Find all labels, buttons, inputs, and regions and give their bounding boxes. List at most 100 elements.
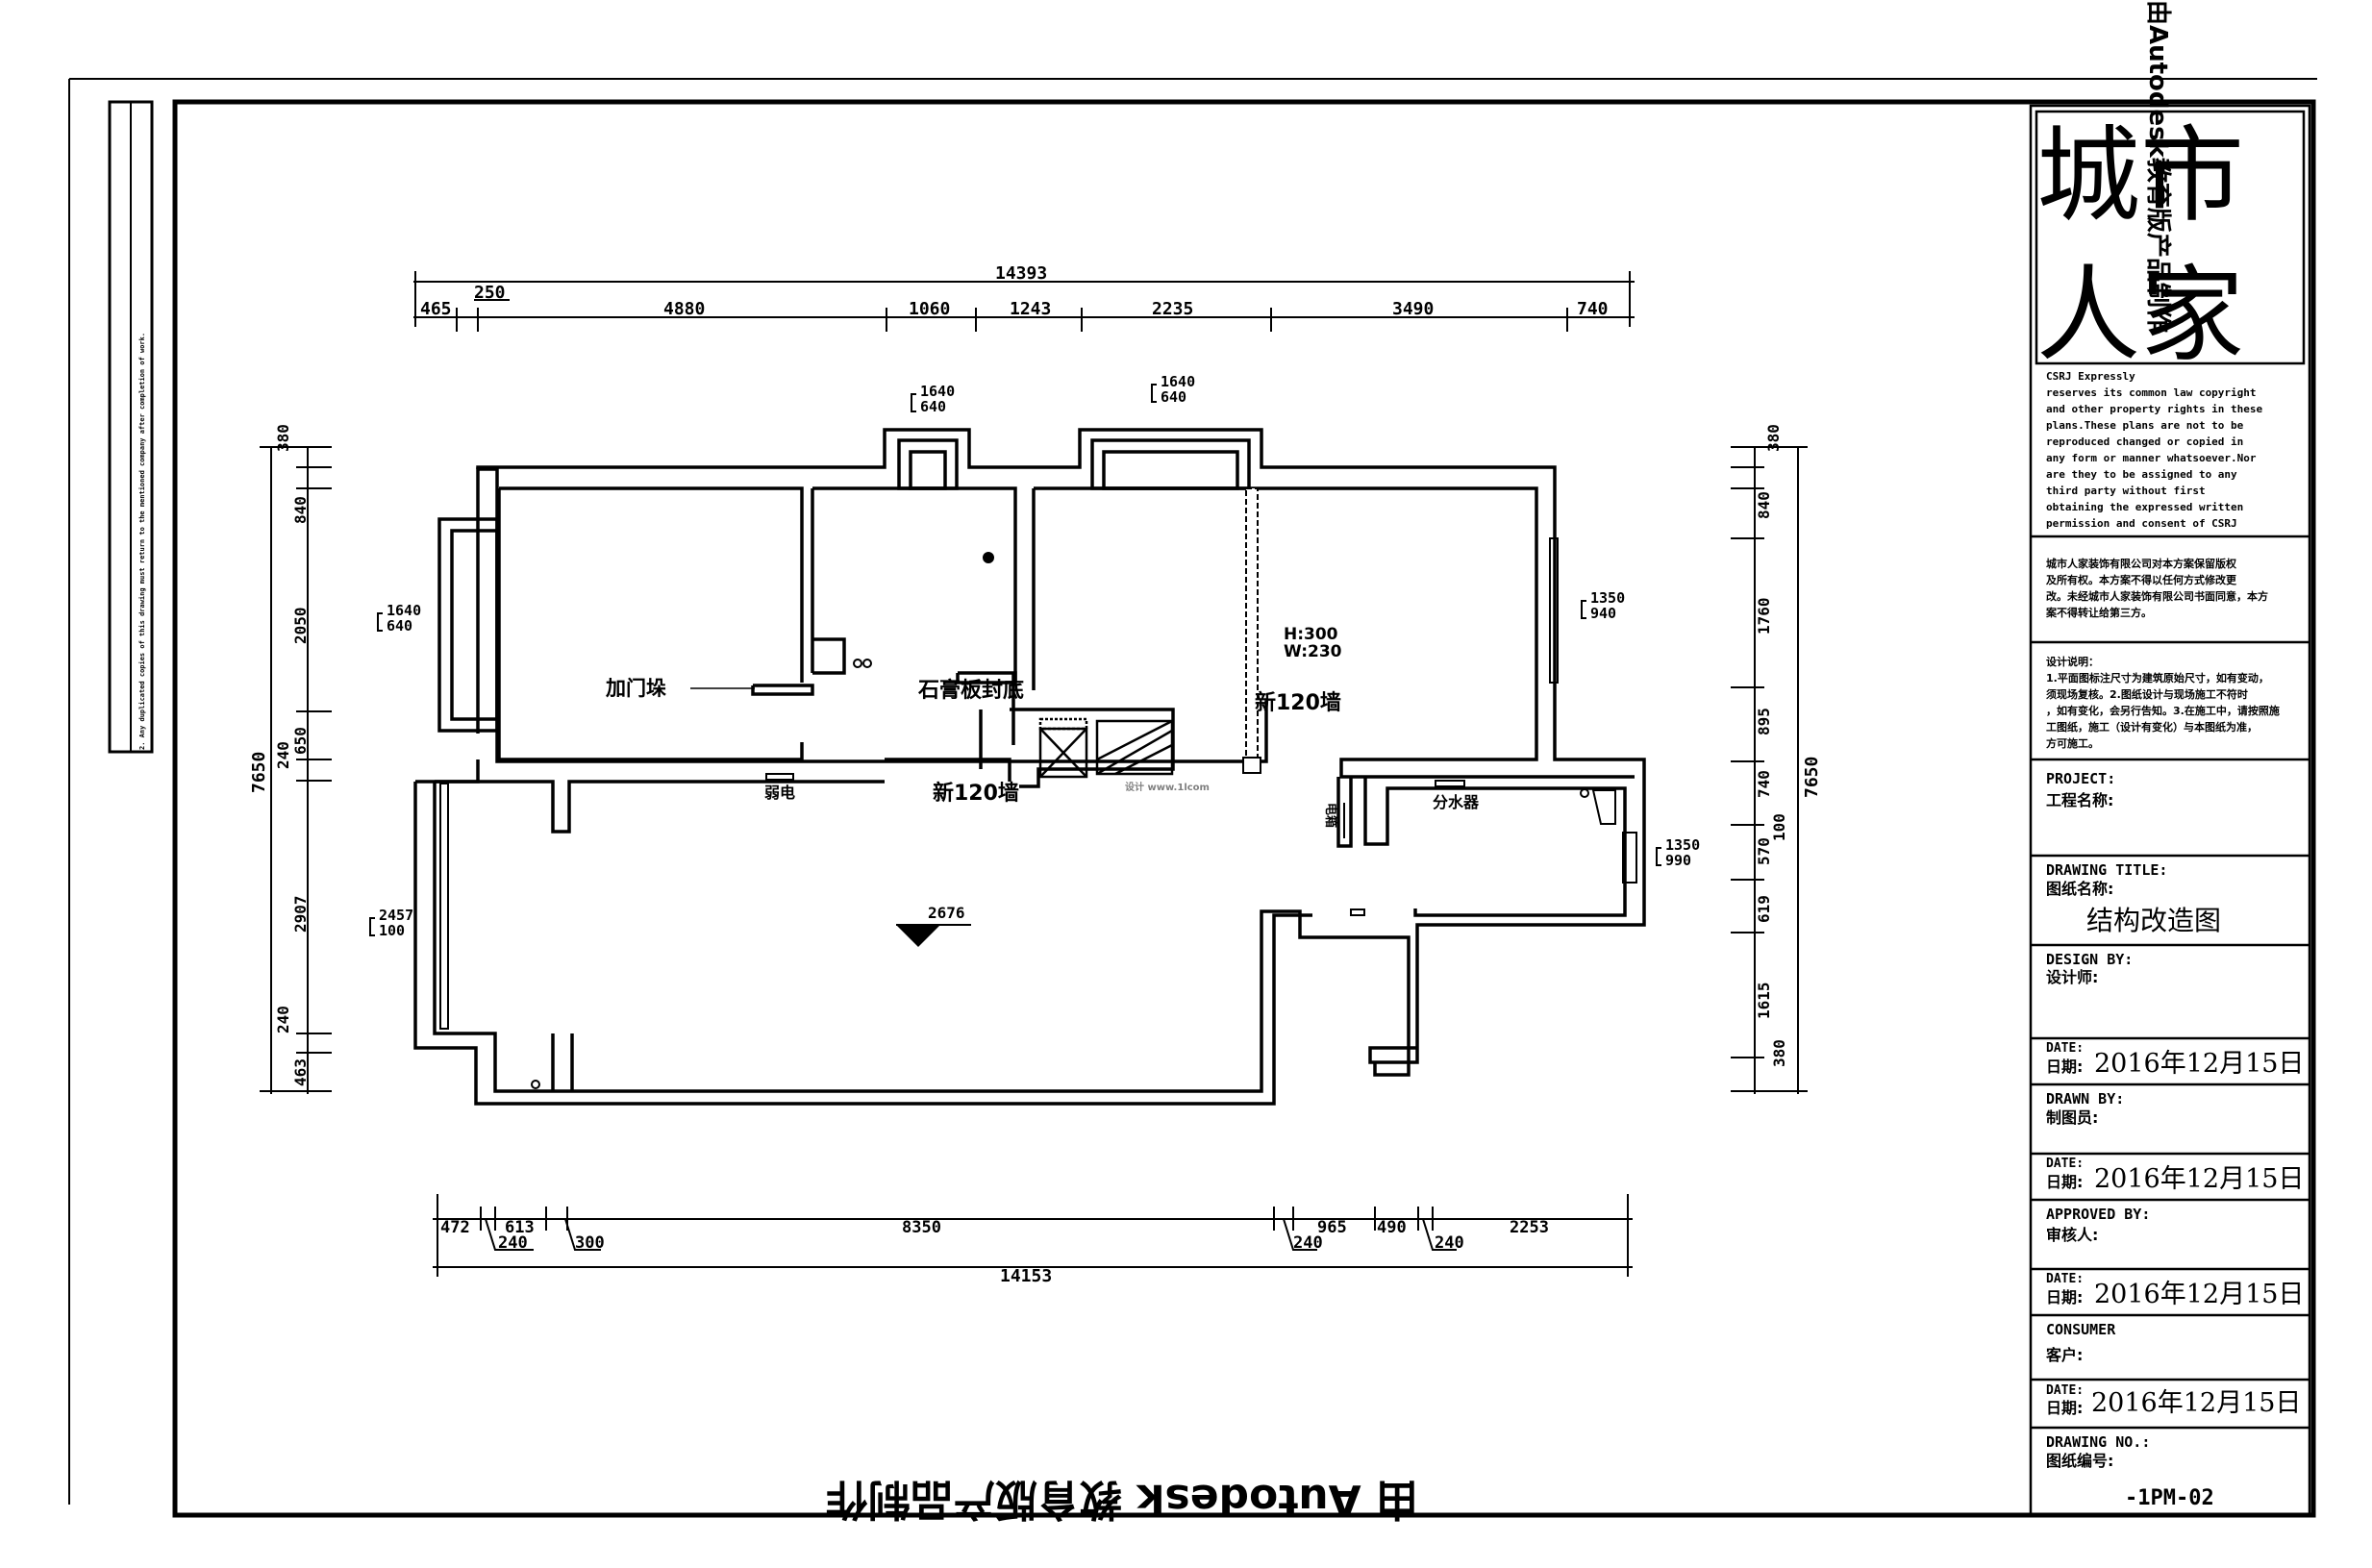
logo-line1: 城市 [2036,116,2244,236]
bottom-dim-5: 2253 [1510,1218,1549,1237]
hw-w-label: W:230 [1284,642,1342,661]
new-brick-wall [1242,487,1261,774]
approved-by-label: APPROVED BY: [2046,1206,2150,1223]
top-small-dim: 250 [474,283,506,303]
right-dim-5: 100 [1770,813,1788,841]
window-tags [369,384,1661,936]
window-tag-2-b: 640 [387,617,412,635]
design-note-line: 设计说明： [2046,655,2099,668]
gypsum-label: 石膏板封底 [917,678,1024,703]
bottom-dimensions [433,1194,1633,1277]
right-dim-6: 570 [1755,837,1773,865]
bottom-total-dim: 14153 [1000,1266,1052,1286]
copyright-block: CSRJ Expressly reserves its common law c… [2046,370,2263,530]
cn-notice-line: 案不得转让给第三方。 [2045,606,2152,619]
window-tag-5-a: 2457 [379,907,413,924]
left-dim-0: 380 [274,424,292,452]
date-cn-label-3: 日期: [2046,1288,2083,1307]
drawing-title-cn-label: 图纸名称: [2046,880,2113,898]
window-tag-0-b: 640 [920,398,946,415]
water-sep-label: 分水器 [1433,793,1480,811]
design-note-line: 方可施工。 [2046,736,2099,750]
window-tag-3-a: 1350 [1590,589,1625,607]
title-block [2029,104,2311,1516]
window-tag-1-a: 1640 [1161,373,1195,390]
cn-notice-line: 城市人家装饰有限公司对本方案保留版权 [2046,557,2237,570]
copyright-line: reserves its common law copyright [2046,386,2257,399]
copyright-line: permission and consent of CSRJ [2046,517,2237,530]
fixtures [439,537,1637,1089]
window-tag-4-b: 990 [1665,852,1691,869]
project-cn-label: 工程名称: [2046,791,2113,809]
bottom-sub-1: 300 [575,1233,605,1253]
watermark-small: 设计 www.1lcom [1125,781,1210,793]
level-value: 2676 [928,904,965,922]
right-dim-7: 619 [1755,895,1773,923]
left-dim-7: 463 [291,1058,310,1086]
bottom-sub-0: 240 [498,1233,528,1253]
right-dim-0: 380 [1764,424,1783,452]
left-dim-2: 2050 [291,607,310,644]
bottom-dim-2: 8350 [902,1218,941,1237]
autodesk-top-text: 由Autodesk教育版产品制作 [2143,0,2173,333]
left-dimensions [260,446,332,1094]
logo-line2: 人家 [2036,256,2244,376]
bottom-dim-3: 965 [1317,1218,1347,1237]
copyright-line: CSRJ Expressly [2046,370,2135,383]
cn-notice-line: 及所有权。本方案不得以任何方式修改更 [2046,573,2237,586]
design-note-line: 须现场复核。2.图纸设计与现场施工不符时 [2046,687,2248,701]
date-value-2: 2016年12月15日 [2094,1164,2304,1194]
hatched-boxes [1038,717,1174,779]
top-dim-3: 1243 [1010,299,1051,319]
top-dim-0: 465 [420,299,452,319]
drawing-no-cn-label: 图纸编号: [2046,1452,2113,1470]
hw-h-label: H:300 [1284,625,1338,644]
top-dim-2: 1060 [909,299,950,319]
right-dim-8: 1615 [1755,982,1773,1019]
date-value-1: 2016年12月15日 [2094,1049,2304,1079]
autodesk-bottom-text: 由 Autodesk 教育版产品制作 [826,1475,1418,1524]
copyright-line: are they to be assigned to any [2046,468,2237,481]
top-dimensions [413,271,1635,332]
design-by-label: DESIGN BY: [2046,951,2133,968]
left-total-dim: 7650 [249,752,269,793]
right-dim-9: 380 [1770,1039,1788,1067]
right-dim-1: 840 [1755,491,1773,519]
date-label-3: DATE: [2046,1272,2084,1286]
drawing-title-label: DRAWING TITLE: [2046,861,2167,879]
top-dim-1: 4880 [663,299,705,319]
left-note-strip: 2. Any duplicated copies of this drawing… [108,100,154,754]
left-dim-5: 2907 [291,895,310,933]
right-dim-2: 1760 [1755,597,1773,635]
design-notes-block: 设计说明： 1.平面图标注尺寸为建筑原始尺寸，如有变动， 须现场复核。2.图纸设… [2046,655,2280,750]
weak-elec-label: 弱电 [764,784,795,802]
bottom-sub-3: 240 [1435,1233,1464,1253]
copyright-line: reproduced changed or copied in [2046,436,2243,448]
sheet-border [68,78,2317,1518]
date-label-2: DATE: [2046,1157,2084,1171]
right-total-dim: 7650 [1802,757,1822,798]
date-label-1: DATE: [2046,1041,2084,1056]
date-value-4: 2016年12月15日 [2091,1388,2301,1418]
walls [413,428,1646,1106]
design-note-line: 1.平面图标注尺寸为建筑原始尺寸，如有变动， [2046,671,2269,684]
bottom-dim-0: 472 [440,1218,470,1237]
date-cn-label-2: 日期: [2046,1173,2083,1191]
cn-notice-line: 改。未经城市人家装饰有限公司书面同意，本方 [2046,589,2268,603]
right-dimensions [1731,446,1808,1094]
top-dim-4: 2235 [1152,299,1193,319]
new-wall-right-label: 新120墙 [1255,690,1341,715]
left-dim-3: 240 [274,741,292,769]
cn-notice-block: 城市人家装饰有限公司对本方案保留版权 及所有权。本方案不得以任何方式修改更 改。… [2045,557,2268,619]
design-note-line: 工图纸，施工（设计有变化）与本图纸为准， [2046,720,2258,734]
copyright-line: third party without first [2046,485,2206,497]
date-cn-label-1: 日期: [2046,1058,2083,1076]
bottom-dim-4: 490 [1377,1218,1407,1237]
drawing-title-value: 结构改造图 [2086,905,2221,936]
left-dim-4: 650 [291,727,310,755]
bottom-dim-1: 613 [505,1218,535,1237]
drawing-no-label: DRAWING NO.: [2046,1433,2150,1451]
project-label: PROJECT: [2046,770,2115,787]
window-tag-2-a: 1640 [387,602,421,619]
